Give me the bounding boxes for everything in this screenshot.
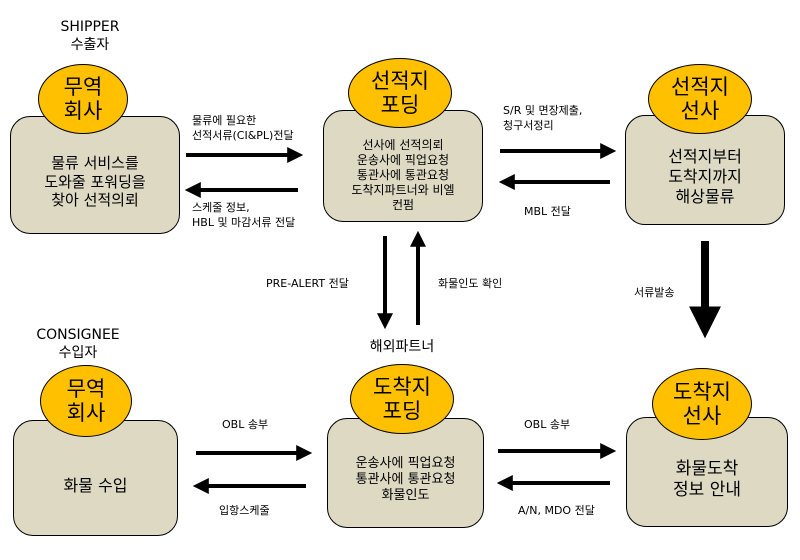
- dest-carrier-box: 화물도착 정보 안내: [626, 417, 788, 527]
- dest-forwarder-badge: 도착지 포딩: [350, 364, 454, 434]
- label-arrival-schedule: 입항스케줄: [219, 504, 270, 517]
- origin-carrier-text: 선적지부터 도착지까지 해상물류: [668, 147, 742, 206]
- consignee-trade-badge: 무역 회사: [40, 365, 132, 437]
- dest-carrier-text: 화물도착 정보 안내: [673, 458, 741, 500]
- consignee-header: CONSIGNEE 수입자: [36, 327, 120, 362]
- consignee-trade-text: 화물 수입: [63, 476, 128, 495]
- label-obl-send-left: OBL 송부: [222, 418, 269, 431]
- label-sr-submit: S/R 및 면장제출, 청구서정리: [503, 104, 583, 132]
- label-mbl-delivery: MBL 전달: [524, 205, 571, 218]
- label-schedule-info: 스케줄 정보, HBL 및 마감서류 전달: [192, 201, 296, 229]
- consignee-trade-box: 화물 수입: [13, 420, 178, 536]
- label-docs-needed: 물류에 필요한 선적서류(CI&PL)전달: [192, 114, 294, 142]
- shipper-trade-text: 물류 서비스를 도와줄 포워딩을 찾아 선적의뢰: [44, 153, 146, 210]
- origin-forwarder-badge: 선적지 포딩: [348, 58, 452, 128]
- shipper-trade-box: 물류 서비스를 도와줄 포워딩을 찾아 선적의뢰: [10, 116, 180, 234]
- origin-forwarder-text: 선사에 선적의뢰 운송사에 픽업요청 통관사에 통관요청 도착지파트너와 비엘 …: [351, 137, 455, 212]
- shipper-header: SHIPPER 수출자: [60, 19, 120, 54]
- dest-forwarder-text: 운송사에 픽업요청 통관사에 통관요청 화물인도: [355, 455, 456, 504]
- label-obl-send-right: OBL 송부: [524, 418, 571, 431]
- label-cargo-release-check: 화물인도 확인: [438, 277, 503, 290]
- shipper-trade-badge: 무역 회사: [38, 64, 128, 134]
- origin-forwarder-box: 선사에 선적의뢰 운송사에 픽업요청 통관사에 통관요청 도착지파트너와 비엘 …: [323, 110, 483, 222]
- label-an-mdo: A/N, MDO 전달: [518, 504, 595, 517]
- label-pre-alert: PRE-ALERT 전달: [266, 277, 349, 290]
- label-doc-dispatch: 서류발송: [634, 286, 675, 299]
- origin-carrier-badge: 선적지 선사: [648, 64, 752, 134]
- dest-forwarder-box: 운송사에 픽업요청 통관사에 통관요청 화물인도: [327, 418, 484, 528]
- dest-carrier-badge: 도착지 선사: [652, 368, 752, 440]
- overseas-partner-header: 해외파트너: [369, 339, 435, 355]
